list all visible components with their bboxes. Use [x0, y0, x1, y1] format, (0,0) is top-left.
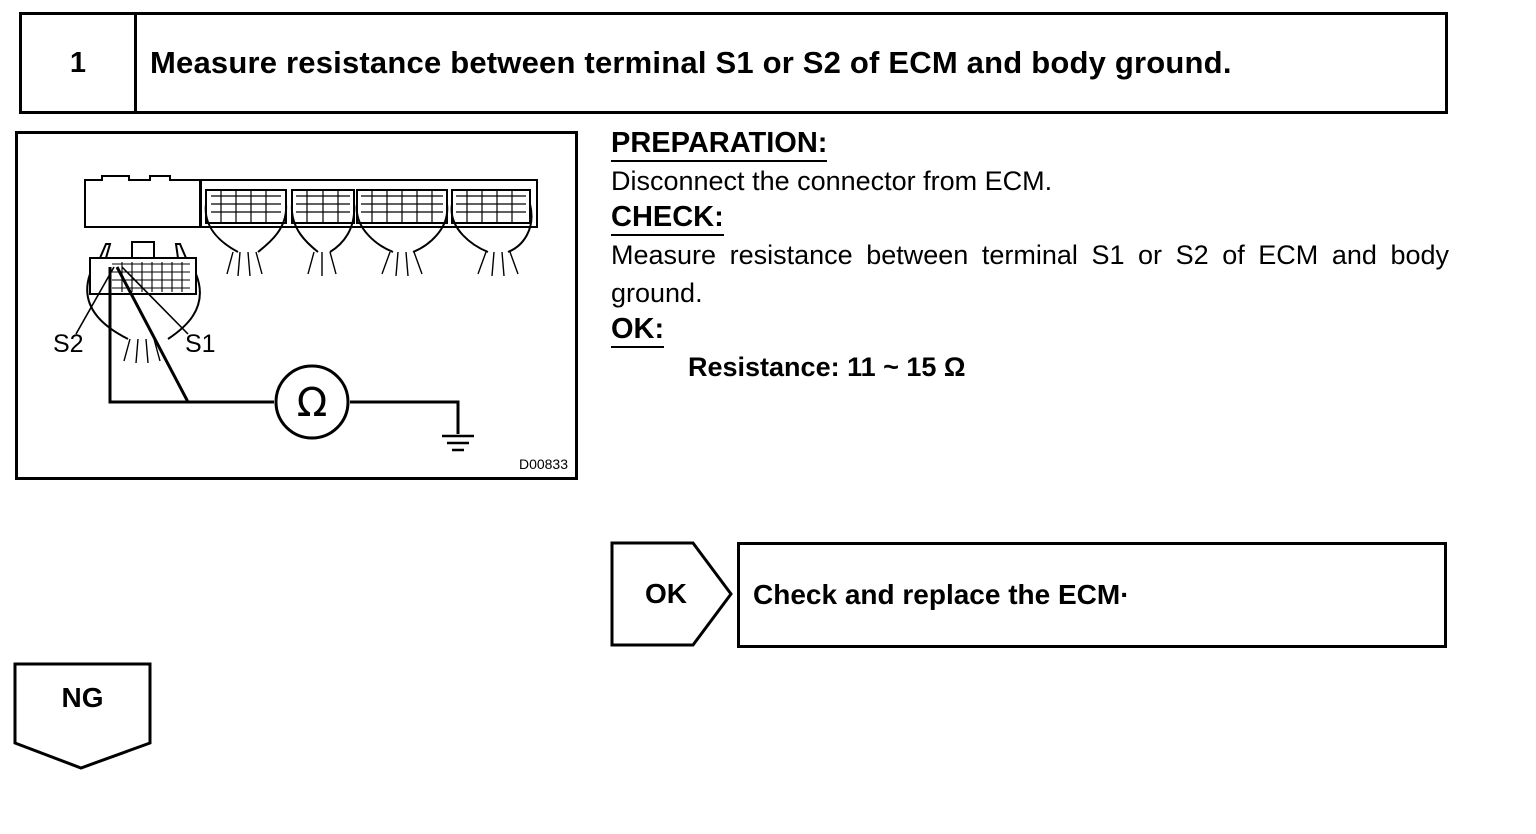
check-heading: CHECK:	[611, 200, 724, 236]
ng-result-arrow: NG	[13, 662, 152, 772]
preparation-text: Disconnect the connector from ECM.	[611, 166, 1053, 196]
check-text: Measure resistance between terminal S1 o…	[611, 240, 1449, 308]
ecm-connector-icon	[84, 175, 538, 364]
step-header: 1 Measure resistance between terminal S1…	[19, 12, 1448, 114]
ok-action: Check and replace the ECM·	[737, 542, 1447, 648]
figure-id: D00833	[518, 456, 568, 472]
ohmmeter-icon	[274, 364, 350, 440]
ground-symbol-icon	[442, 434, 474, 452]
ok-result-arrow: OK	[610, 541, 735, 647]
ok-label: OK	[645, 578, 687, 609]
connector-diagram: Ω S2 S1 D00833	[15, 131, 578, 480]
diagram-drawing: Ω	[75, 175, 538, 452]
terminal-s1-label: S1	[185, 330, 216, 358]
preparation-heading: PREPARATION:	[611, 126, 828, 162]
down-arrow-box-icon	[13, 662, 152, 770]
ok-heading: OK:	[611, 312, 665, 348]
terminal-s2-label: S2	[53, 330, 84, 358]
ng-label: NG	[61, 682, 104, 713]
resistance-spec: Resistance: 11 ~ 15 Ω	[688, 352, 966, 382]
meter-symbol: Ω	[297, 380, 328, 426]
step-number: 1	[22, 15, 137, 111]
step-title: Measure resistance between terminal S1 o…	[150, 45, 1232, 80]
instructions: PREPARATION: Disconnect the connector fr…	[611, 126, 1449, 386]
right-arrow-box-icon	[610, 541, 733, 647]
